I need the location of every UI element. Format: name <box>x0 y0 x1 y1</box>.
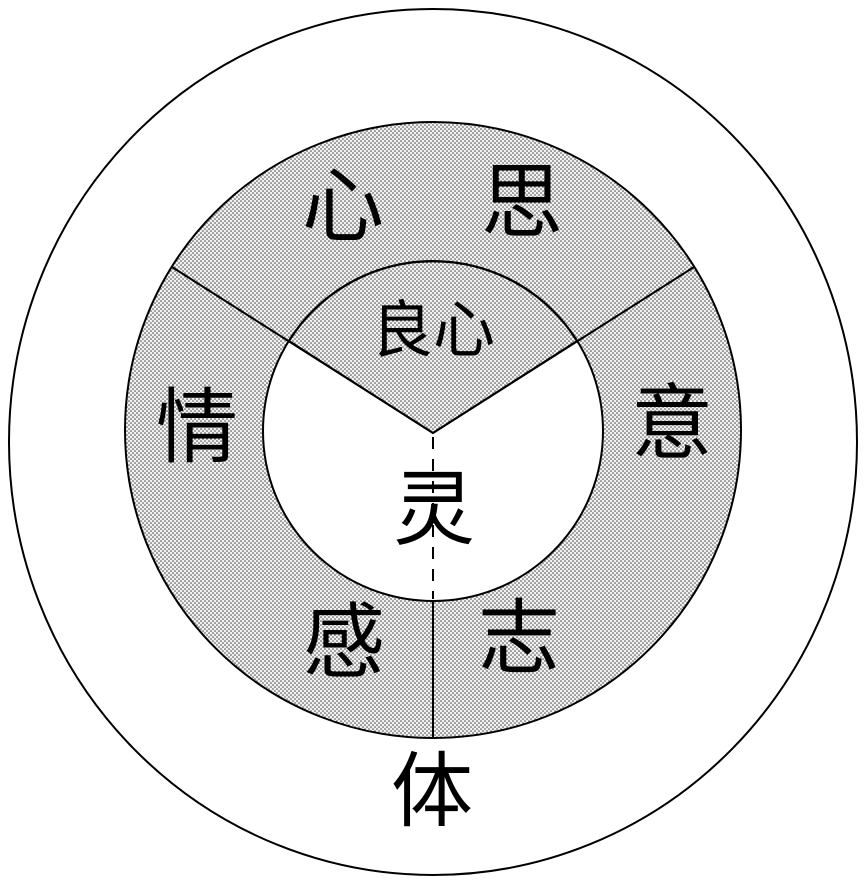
label-mind-left: 心 <box>302 160 384 255</box>
label-feeling: 感 <box>303 596 385 691</box>
label-conscience: 良心 <box>371 294 495 367</box>
label-emotion: 情 <box>156 381 238 476</box>
divider-upper-right <box>432 266 695 434</box>
divider-upper-left <box>171 266 434 434</box>
label-spirit: 灵 <box>393 463 475 558</box>
label-mind-right: 思 <box>481 156 563 251</box>
label-will: 志 <box>478 592 560 687</box>
label-intention: 意 <box>631 377 713 472</box>
label-body: 体 <box>391 745 473 840</box>
conscience-wedge <box>287 260 579 435</box>
